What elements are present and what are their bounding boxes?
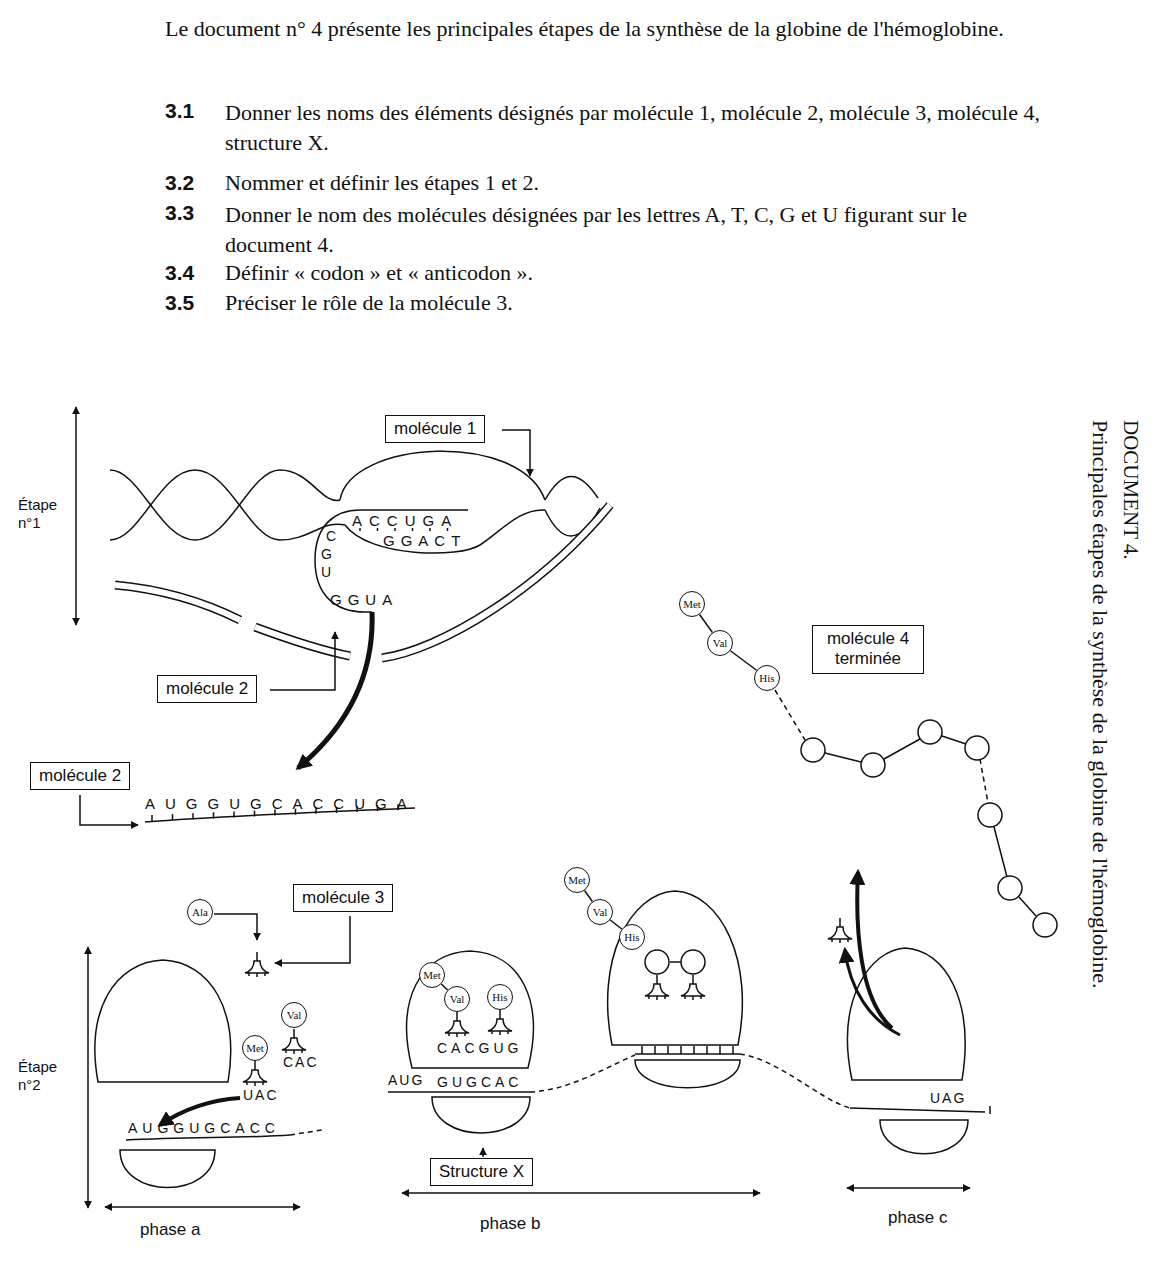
mrna bbox=[126, 808, 990, 1140]
double-arrows bbox=[76, 407, 970, 1208]
peptide-bond bbox=[730, 651, 756, 670]
node-text: Val bbox=[593, 906, 608, 918]
label: CACGUG bbox=[437, 1040, 522, 1057]
node-text: Val bbox=[287, 1009, 302, 1021]
node-text: His bbox=[759, 672, 774, 684]
peptide-bond bbox=[700, 615, 713, 633]
node-text: Val bbox=[450, 993, 465, 1005]
node-text: Met bbox=[246, 1042, 264, 1054]
amino-acid-circle: Met bbox=[419, 962, 445, 988]
callout-box: molécule 2 bbox=[30, 762, 130, 790]
label: AUG bbox=[388, 1072, 424, 1089]
nuclear-envelope bbox=[115, 505, 610, 658]
label: Définir « codon » et « anticodon ». bbox=[225, 260, 533, 286]
label: Donner les noms des éléments désignés pa… bbox=[225, 98, 1055, 158]
label: phase a bbox=[140, 1220, 201, 1240]
peptide-chain bbox=[645, 690, 1057, 974]
label: GGACT bbox=[383, 532, 466, 550]
label: Étape n°1 bbox=[18, 496, 73, 532]
node-text: molécule 2 bbox=[166, 679, 248, 698]
amino-acid-circle: Val bbox=[587, 899, 613, 925]
label: C bbox=[326, 528, 336, 545]
label: Donner le nom des molécules désignées pa… bbox=[225, 200, 1055, 260]
figure-title: DOCUMENT 4. bbox=[1118, 420, 1143, 560]
label: AUGGUGCACCUGA bbox=[145, 795, 417, 813]
label: 3.3 bbox=[165, 200, 194, 225]
label: AUGGUGCACC bbox=[128, 1120, 280, 1137]
amino-acid-circle: Met bbox=[564, 867, 590, 893]
amino-acid-circle: His bbox=[754, 665, 780, 691]
label: ACCUGA bbox=[352, 512, 458, 530]
label: GUGCAC bbox=[437, 1074, 522, 1091]
label: 3.4 bbox=[165, 260, 194, 285]
node-text: Met bbox=[423, 969, 441, 981]
node-text: Val bbox=[713, 637, 728, 649]
label: U bbox=[321, 564, 331, 581]
node-text: molécule 1 bbox=[394, 419, 476, 438]
callout-box: molécule 2 bbox=[157, 675, 257, 703]
amino-acid-circle: His bbox=[619, 924, 645, 950]
amino-acid-circle: Met bbox=[242, 1035, 268, 1061]
label: Étape n°2 bbox=[18, 1058, 73, 1094]
label: G bbox=[321, 546, 332, 563]
callout-box: Structure X bbox=[430, 1158, 533, 1186]
label: CAC bbox=[283, 1054, 319, 1071]
leader-lines bbox=[80, 430, 530, 1157]
label: 3.1 bbox=[165, 98, 194, 123]
amino-acid-circle: Met bbox=[679, 591, 705, 617]
label: 3.5 bbox=[165, 290, 194, 315]
node-text: His bbox=[492, 991, 507, 1003]
label: Préciser le rôle de la molécule 3. bbox=[225, 290, 513, 316]
node-text: Met bbox=[568, 874, 586, 886]
amino-acid-circle: Val bbox=[707, 630, 733, 656]
ribosomes bbox=[95, 891, 968, 1188]
node-text: Met bbox=[683, 598, 701, 610]
peptide-bond bbox=[585, 891, 593, 902]
label: UAG bbox=[930, 1090, 966, 1107]
figure-caption: Principales étapes de la synthèse de la … bbox=[1087, 420, 1113, 988]
amino-acid-circle: Val bbox=[281, 1002, 307, 1028]
peptide-bond bbox=[610, 920, 622, 929]
dna-helix bbox=[110, 451, 600, 553]
label: Le document n° 4 présente les principale… bbox=[165, 14, 1050, 44]
callout-box: molécule 3 bbox=[293, 884, 393, 912]
node-text: molécule 3 bbox=[302, 888, 384, 907]
node-text: His bbox=[624, 931, 639, 943]
label: UAC bbox=[243, 1087, 279, 1104]
callout-box: molécule 1 bbox=[385, 415, 485, 443]
node-text: Structure X bbox=[439, 1162, 524, 1181]
amino-acid-circle: Val bbox=[444, 986, 470, 1012]
amino-acid-circle: Ala bbox=[187, 899, 213, 925]
trna-shapes bbox=[243, 918, 852, 1086]
label: phase b bbox=[480, 1214, 541, 1234]
label: GGUA bbox=[330, 591, 398, 609]
node-text: molécule 2 bbox=[39, 766, 121, 785]
rna-strand bbox=[315, 510, 468, 612]
node-text: molécule 4 terminée bbox=[827, 629, 909, 668]
label: phase c bbox=[888, 1208, 948, 1228]
amino-acid-circle: His bbox=[487, 984, 513, 1010]
phase-c-arrows bbox=[845, 872, 900, 1035]
callout-box: molécule 4 terminée bbox=[812, 625, 924, 674]
label: Nommer et définir les étapes 1 et 2. bbox=[225, 170, 539, 196]
node-text: Ala bbox=[192, 906, 208, 918]
label: 3.2 bbox=[165, 170, 194, 195]
